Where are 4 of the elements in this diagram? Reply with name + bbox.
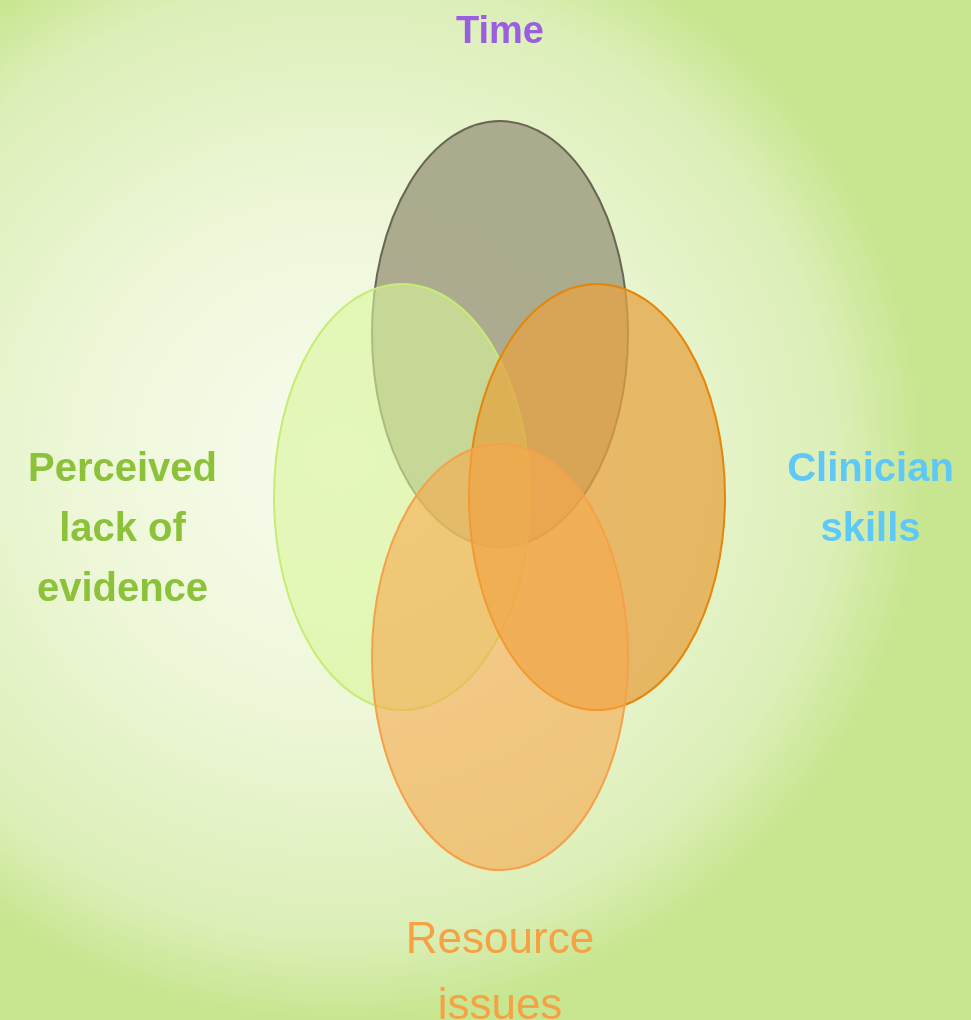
set-label: Clinician skills bbox=[786, 444, 955, 551]
set-label: Resource issues bbox=[404, 912, 596, 1020]
set-label: Perceived lack of evidence bbox=[27, 444, 218, 611]
set-label: Time bbox=[455, 8, 545, 53]
